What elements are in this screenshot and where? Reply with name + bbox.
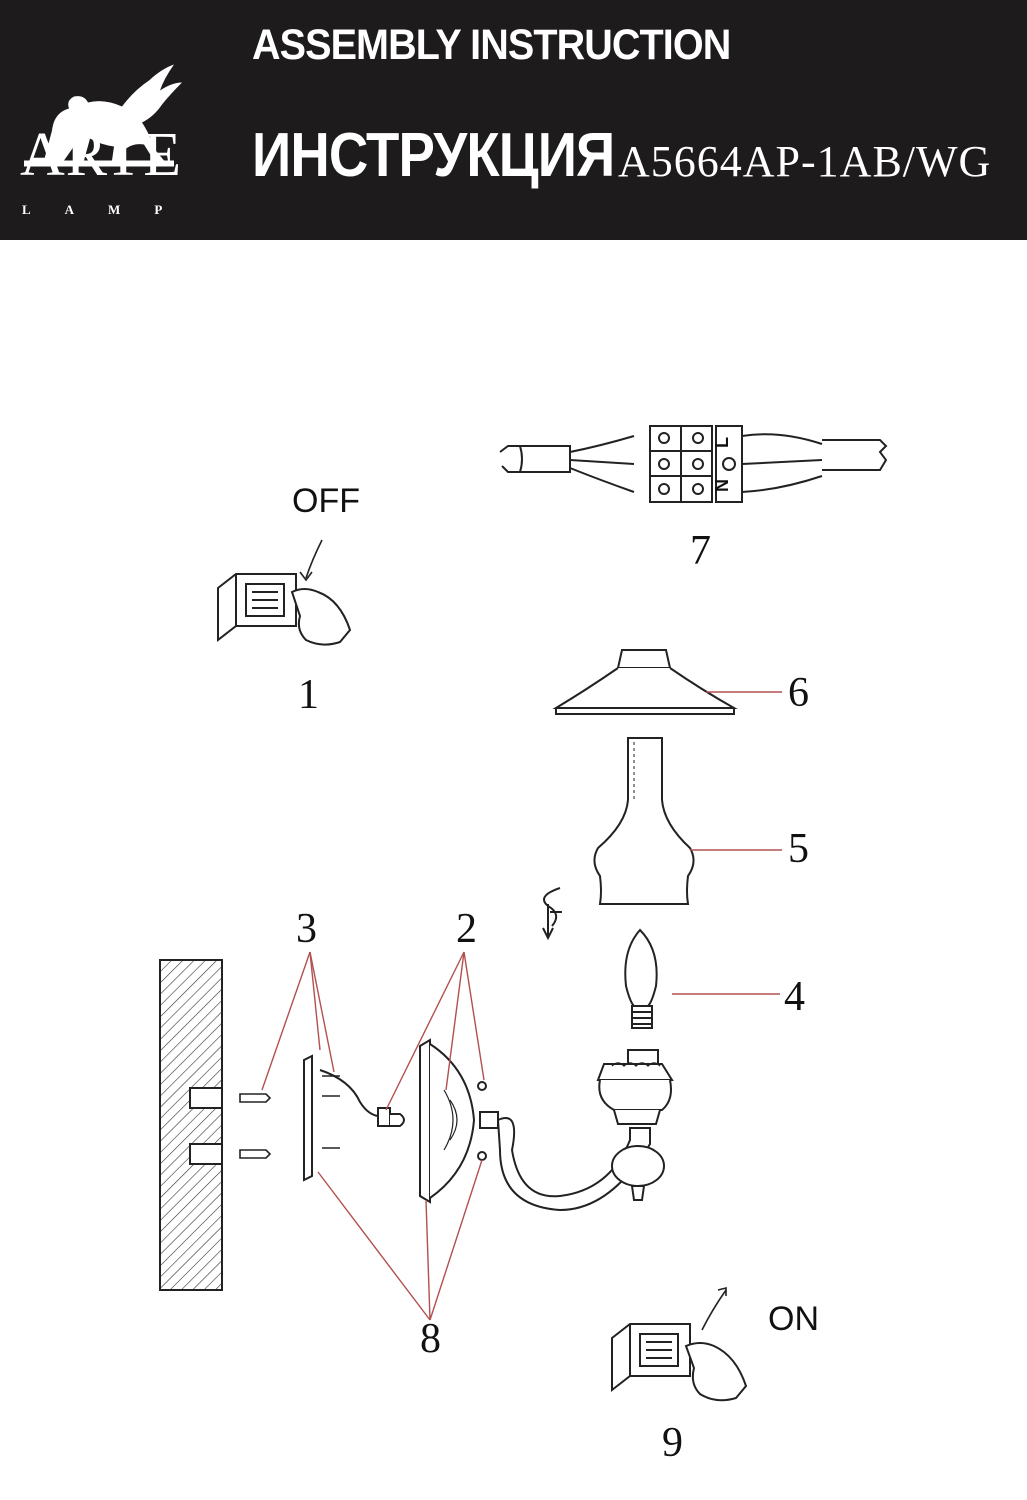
on-label: ON (768, 1300, 819, 1338)
terminal-l-label: L (712, 437, 732, 448)
step-9-number: 9 (662, 1420, 683, 1466)
switch-off-illustration (217, 539, 352, 646)
switch-on-illustration (611, 1286, 748, 1402)
header-bar: ARTE LAMP ASSEMBLY INSTRUCTION ИНСТРУКЦИ… (0, 0, 1027, 240)
step-3-number: 3 (296, 906, 317, 952)
brand-logo-text: ARTE (20, 121, 183, 189)
wall-dowels (239, 1093, 272, 1159)
title-russian: ИНСТРУКЦИЯ (252, 121, 615, 190)
step-2-number: 2 (456, 906, 477, 952)
bulb-part (624, 928, 658, 1029)
brand-sub-text: LAMP (22, 202, 197, 217)
winged-lion-logo-icon (24, 64, 182, 167)
step-5-number: 5 (788, 826, 809, 872)
mounting-bracket-part (303, 1054, 405, 1182)
title-english: ASSEMBLY INSTRUCTION (252, 21, 731, 69)
step-6-number: 6 (788, 670, 809, 716)
assembly-diagram: OFF 1 N L 7 6 5 (159, 425, 888, 1466)
terminal-n-label: N (712, 479, 732, 492)
step-1-number: 1 (298, 672, 319, 718)
backplate-part (419, 1038, 487, 1204)
lamp-arm-part (479, 1049, 674, 1212)
step-7-number: 7 (690, 528, 711, 574)
glass-shade-part (593, 737, 695, 905)
rotate-arrow-icon (542, 887, 562, 941)
leader-lines (261, 951, 485, 1321)
step-8-number: 8 (420, 1316, 441, 1362)
terminal-block-icon (499, 425, 888, 503)
wall-hatched (159, 959, 223, 1291)
off-label: OFF (292, 482, 360, 520)
step-4-number: 4 (784, 974, 805, 1020)
canopy-cap-part (552, 649, 738, 715)
model-number: A5664AP-1AB/WG (618, 137, 992, 186)
